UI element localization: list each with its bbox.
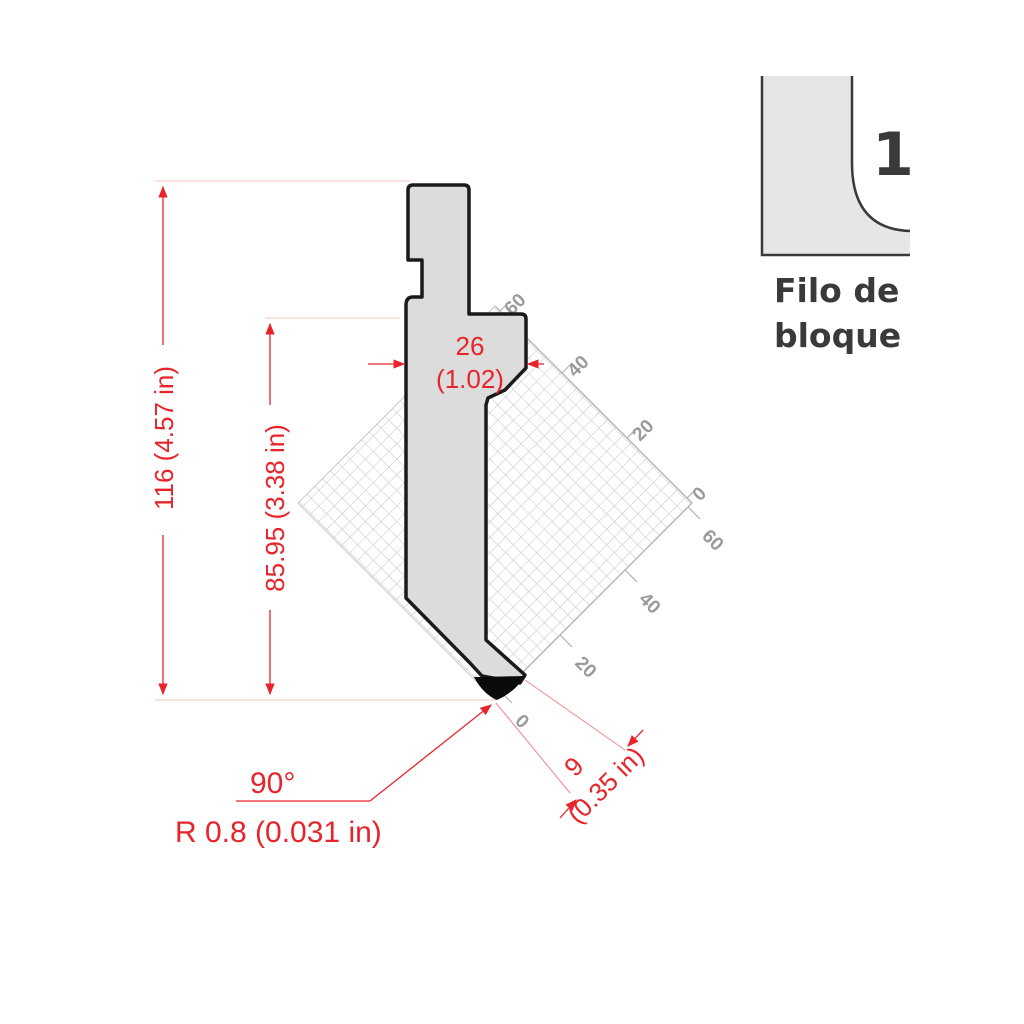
- grid-label-lower-60: 60: [697, 526, 727, 556]
- blade-profile-icon: [762, 76, 910, 255]
- radius-label: R 0.8 (0.031 in): [175, 816, 382, 849]
- grid-label-upper-20: 20: [629, 416, 659, 446]
- dimension-working-height: 85.95 (3.38 in): [255, 317, 400, 696]
- width-value-label: 26: [456, 331, 485, 361]
- tip-offset-value-label: 9: [558, 751, 589, 782]
- angle-label: 90°: [250, 767, 295, 800]
- grid-label-upper-40: 40: [564, 352, 594, 382]
- punch-profile: [404, 183, 528, 700]
- total-height-label: 116 (4.57 in): [149, 366, 179, 510]
- legend-label-line1: Filo de: [774, 271, 899, 310]
- legend-number: 1: [872, 120, 914, 190]
- width-inch-label: (1.02): [436, 364, 504, 394]
- clearance-grid: [297, 305, 693, 701]
- dimension-tip-offset: 9 (0.35 in): [495, 679, 650, 830]
- dimension-total-height: 116 (4.57 in): [148, 180, 495, 701]
- punch-tip: [474, 676, 525, 700]
- grid-label-lower-40: 40: [634, 589, 664, 619]
- working-height-label: 85.95 (3.38 in): [260, 424, 290, 592]
- legend-label-line2: bloque: [774, 316, 901, 355]
- grid-label-lower-20: 20: [570, 653, 600, 683]
- blade-type-legend: 1 Filo de bloque: [760, 76, 914, 355]
- tip-offset-inch-label: (0.35 in): [561, 741, 650, 830]
- dimension-width: 26 (1.02): [368, 331, 544, 394]
- angle-radius-callout: 90° R 0.8 (0.031 in): [175, 704, 492, 849]
- grid-label-lower-0: 0: [510, 711, 532, 733]
